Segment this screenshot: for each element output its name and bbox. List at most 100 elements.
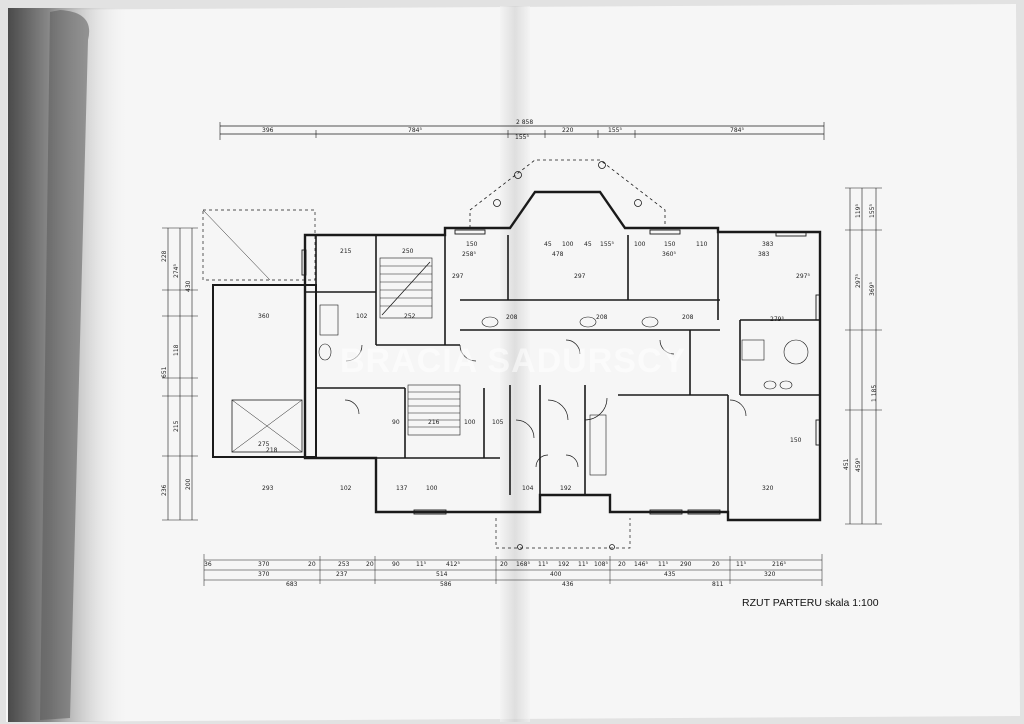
dim-left-3: 651 [161,366,168,378]
dim-int-25: 90 [392,419,400,426]
dim-int-4: 45 [544,241,552,248]
dim-int-2: 150 [466,241,478,248]
dim-int-9: 150 [664,241,676,248]
porch-outline [495,518,631,549]
dim-top-0: 396 [262,127,274,134]
dim-bottom-1-3: 253 [338,561,350,568]
top-dimension-labels: 2 858 396 784⁵ 155⁵ 220 155⁵ 784⁵ [262,119,744,141]
dim-int-1: 250 [402,248,414,255]
right-dimension-labels: 119⁵ 155⁵ 297⁵ 369⁵ 451 459⁵ [843,204,876,472]
door-swings [344,339,747,468]
dim-int-17: 297⁵ [796,273,810,280]
dim-left-0: 228 [161,250,168,262]
bathroom-fixtures [318,304,809,476]
dim-int-10: 110 [696,241,708,248]
dim-int-15: 297 [452,273,464,280]
center-gutter [500,6,530,722]
dim-int-29: 150 [790,437,802,444]
dim-right-4: 451 [843,458,850,470]
dim-int-5: 100 [562,241,574,248]
dim-int-23: 208 [682,314,694,321]
dim-bottom-1-14: 20 [618,561,626,568]
dim-bottom-1-17: 290 [680,561,692,568]
dim-bottom-3-1: 586 [440,581,452,588]
dim-int-13: 360⁵ [662,251,676,258]
interior-walls [305,232,820,512]
dim-top-1: 784⁵ [408,127,422,134]
dim-bottom-1-20: 216⁵ [772,561,786,568]
dim-right-total: 1 185 [871,385,878,402]
dim-int-8: 100 [634,241,646,248]
interior-dimension-labels: 215 250 150 258⁵ 45 100 45 155⁵ 100 150 … [258,241,810,492]
dim-int-34: 192 [560,485,572,492]
watermark-text: BRACIA SADURSCY [340,342,686,380]
dim-bottom-1-8: 20 [500,561,508,568]
dim-int-22: 208 [596,314,608,321]
plan-linework [162,122,882,586]
dim-int-31: 100 [426,485,438,492]
dim-top-2: 155⁵ [515,134,529,141]
dim-int-16: 297 [574,273,586,280]
dim-left-5: 118 [173,344,180,356]
dim-int-20: 252 [404,313,416,320]
dim-int-33: 104 [522,485,534,492]
dim-top-5: 784⁵ [730,127,744,134]
dim-int-26: 216 [428,419,440,426]
dim-int-11: 383 [762,241,774,248]
dim-bottom-2-2: 514 [436,571,448,578]
dim-bottom-1-4: 20 [366,561,374,568]
dim-left-1: 274⁵ [173,264,180,278]
dim-right-1: 155⁵ [869,204,876,218]
dim-bottom-1-7: 412⁵ [446,561,460,568]
dim-int-32: 102 [340,485,352,492]
dim-int-37: 275 [258,441,270,448]
dim-right-0: 119⁵ [855,204,862,218]
dim-overall: 2 858 [516,119,533,126]
bay-window-outline [469,159,666,228]
dim-bottom-1-18: 20 [712,561,720,568]
dim-int-19: 102 [356,313,368,320]
dim-top-3: 220 [562,127,574,134]
dim-int-0: 215 [340,248,352,255]
dim-int-30: 137 [396,485,408,492]
dim-right-5: 459⁵ [855,458,862,472]
dim-int-21: 208 [506,314,518,321]
dim-left-4: 215 [173,420,180,432]
terrace-outline [202,209,316,281]
lower-staircase [407,384,461,436]
dim-int-38: 218 [266,447,278,454]
dim-bottom-2-5: 320 [764,571,776,578]
dim-bottom-1-5: 90 [392,561,400,568]
dim-bottom-3-2: 436 [562,581,574,588]
dim-int-28: 105 [492,419,504,426]
dim-bottom-1-16: 11⁵ [658,561,669,568]
dim-bottom-1-10: 11⁵ [538,561,549,568]
dim-left-2: 430 [185,280,192,292]
dim-bottom-2-4: 435 [664,571,676,578]
dim-bottom-2-3: 400 [550,571,562,578]
dim-bottom-2-1: 237 [336,571,348,578]
dim-left-6: 236 [161,484,168,496]
dim-bottom-1-11: 192 [558,561,570,568]
dim-int-6: 45 [584,241,592,248]
dim-int-14: 383 [758,251,770,258]
dim-bottom-1-9: 168⁵ [516,561,530,568]
plan-caption: RZUT PARTERU skala 1:100 [742,597,879,609]
dim-int-7: 155⁵ [600,241,614,248]
dim-bottom-1-0: 36 [204,561,212,568]
garage-pit [231,399,303,453]
dim-int-3: 258⁵ [462,251,476,258]
upper-staircase [379,257,433,319]
dim-bottom-2-0: 370 [258,571,270,578]
dim-int-36: 293 [262,485,274,492]
binding-fold [40,10,90,720]
dim-bottom-1-2: 20 [308,561,316,568]
windows [301,229,821,515]
dim-int-27: 100 [464,419,476,426]
dim-bottom-3-0: 683 [286,581,298,588]
exterior-walls [303,190,822,522]
dim-bottom-1-15: 146⁵ [634,561,648,568]
left-dimension-labels: 228 274⁵ 430 651 215 118 236 200 1 185 [161,250,878,496]
